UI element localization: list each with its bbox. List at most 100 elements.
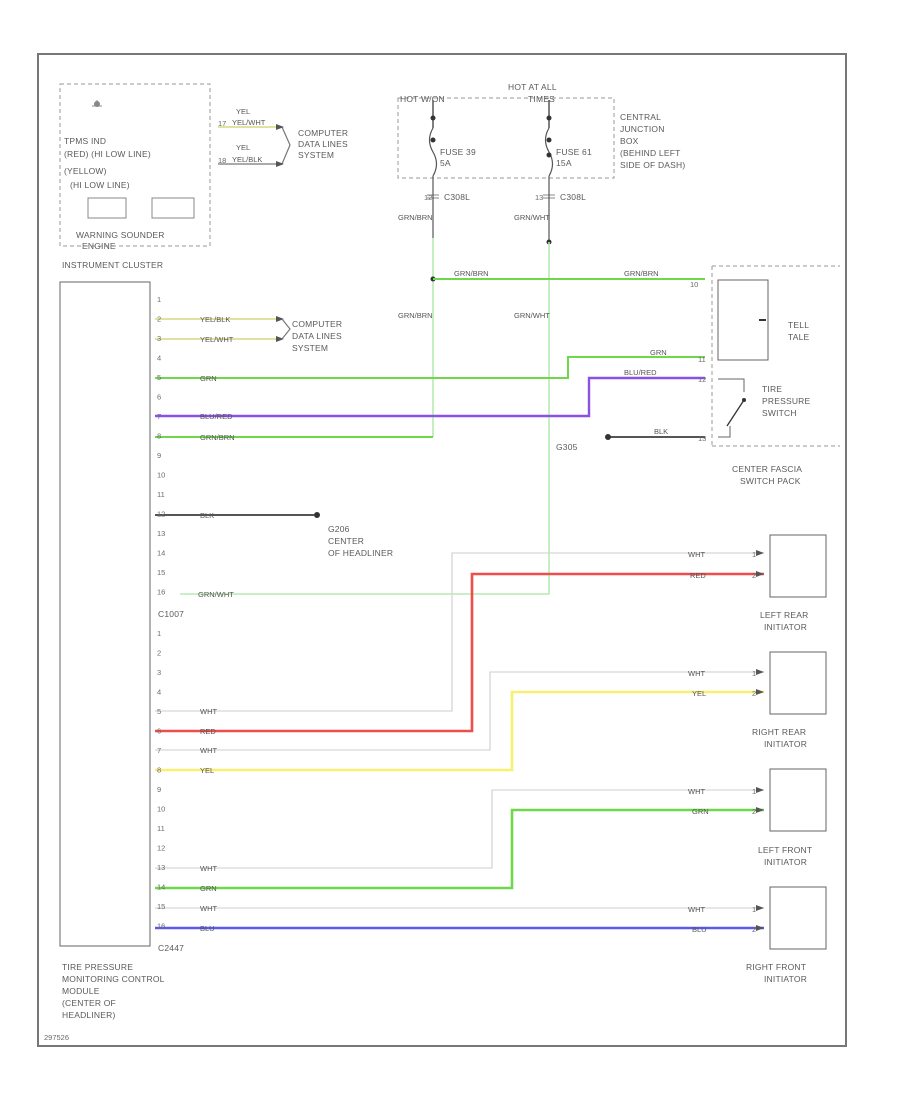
fuse-61-label: FUSE 61: [556, 147, 592, 157]
pin-label: 2: [752, 925, 756, 934]
wire-grn-left-front: [155, 808, 764, 890]
fuse-61-amps: 15A: [556, 158, 572, 168]
wire-label-wht-4: WHT: [200, 904, 217, 913]
pin-label: 2: [752, 571, 756, 580]
arrow-icon: [276, 124, 284, 130]
fuse-39-node-icon: [430, 137, 436, 143]
module-pin-number: 4: [157, 354, 161, 363]
cluster-label-2: (RED) (HI LOW LINE): [64, 149, 151, 159]
cjb-label-e: SIDE OF DASH): [620, 160, 685, 170]
pin-label: 1: [752, 787, 756, 796]
wire-label-yel-wht-1: YEL/WHT: [232, 118, 266, 127]
module-pin-number: 5: [157, 707, 161, 716]
fuse-39-node-icon: [430, 115, 436, 121]
wire-wht-right-rear: [155, 671, 764, 751]
wire-label-blu-red-sw: BLU/RED: [624, 368, 657, 377]
tell-tale-label-a: TELL: [788, 320, 809, 330]
tire-pressure-switch-c: SWITCH: [762, 408, 797, 418]
wire-label-grn-wht: GRN/WHT: [198, 590, 234, 599]
left-rear-initiator-a: LEFT REAR: [760, 610, 808, 620]
wire-label-lf-grn: GRN: [692, 807, 709, 816]
center-fascia-label-a: CENTER FASCIA: [732, 464, 802, 474]
terminal-arrow-icon: [756, 787, 764, 793]
wire-grn-tell-tale: [155, 356, 705, 379]
module-pin-number: 3: [157, 334, 161, 343]
wire-label-yel: YEL: [236, 107, 250, 116]
module-label-a: TIRE PRESSURE: [62, 962, 133, 972]
wire-wht-left-front: [155, 789, 764, 869]
left-front-initiator-b: INITIATOR: [764, 857, 807, 867]
wire-label-wht-3: WHT: [200, 864, 217, 873]
wire-label-grn-brn-pin8: GRN/BRN: [200, 433, 235, 442]
module-pin-number: 1: [157, 295, 161, 304]
pin-label: 17: [218, 119, 226, 128]
tpms-module-box: [59, 281, 151, 947]
left-rear-initiator-b: INITIATOR: [764, 622, 807, 632]
wire-yel-right-rear: [155, 690, 764, 772]
hot-in-run: HOT W/ON: [400, 94, 445, 104]
wire-label-rf-wht: WHT: [688, 905, 705, 914]
right-rear-initiator-b: INITIATOR: [764, 739, 807, 749]
wire-label-lf-wht: WHT: [688, 787, 705, 796]
arrow-icon: [276, 161, 284, 167]
module-label-b: MONITORING CONTROL: [62, 974, 165, 984]
wire-label-grn-brn-v2: GRN/BRN: [398, 311, 433, 320]
ground-g206-label: G206: [328, 524, 350, 534]
arrow-icon: [276, 316, 284, 322]
cluster-label-5: WARNING SOUNDER: [76, 230, 165, 240]
module-pin-number: 6: [157, 727, 161, 736]
arrow-icon: [276, 336, 284, 342]
engine-icon: [151, 197, 195, 219]
ground-g206-label-c: OF HEADLINER: [328, 548, 393, 558]
pin-label: 11: [698, 355, 706, 364]
tell-tale-box: [717, 279, 769, 361]
pin-label: 1: [752, 669, 756, 678]
wire-blu-red: [155, 376, 705, 418]
data-lines-brace: [281, 126, 291, 165]
ground-g206-label-b: CENTER: [328, 536, 364, 546]
wire-wht-left-rear: [155, 552, 764, 712]
module-label-d: (CENTER OF: [62, 998, 116, 1008]
connector-pin-b: 13: [535, 193, 543, 202]
terminal-arrow-icon: [756, 669, 764, 675]
terminal-arrow-icon: [756, 689, 764, 695]
switch-node-icon: [742, 398, 746, 402]
module-pin-number: 8: [157, 432, 161, 441]
tire-pressure-switch-icon: [726, 399, 745, 427]
wire-label-blk-sw: BLK: [654, 427, 668, 436]
fuse-39-label: FUSE 39: [440, 147, 476, 157]
wire-label-grn-brn-h2: GRN/BRN: [624, 269, 659, 278]
wire-label-lr-red: RED: [690, 571, 706, 580]
connector-label-b: C308L: [560, 192, 586, 202]
module-pin-number: 12: [157, 510, 165, 519]
pin-label: 1: [752, 905, 756, 914]
module-pin-number: 6: [157, 393, 161, 402]
fuse-61-node-icon: [546, 152, 552, 158]
wire-label-grn-brn-h: GRN/BRN: [454, 269, 489, 278]
cluster-label-3: (YELLOW): [64, 166, 107, 176]
wire-label-blk: BLK: [200, 511, 214, 520]
left-front-initiator-box: [769, 768, 827, 832]
pin-label: 13: [698, 434, 706, 443]
module-pin-number: 12: [157, 844, 165, 853]
module-pin-number: 10: [157, 471, 165, 480]
wire-grn-wht: [180, 242, 550, 595]
cluster-label-1: TPMS IND: [64, 136, 106, 146]
module-pin-number: 5: [157, 373, 161, 382]
wire-label-yel-2: YEL: [236, 143, 250, 152]
module-pin-number: 2: [157, 649, 161, 658]
computer-data-lines-1c: SYSTEM: [298, 150, 334, 160]
computer-data-lines-1a: COMPUTER: [298, 128, 348, 138]
tell-tale-label-b: TALE: [788, 332, 810, 342]
wire-label-yel-rr: YEL: [200, 766, 214, 775]
computer-data-lines-2a: COMPUTER: [292, 319, 342, 329]
warning-sounder-icon: [87, 197, 127, 219]
fuse-61-node-icon: [546, 115, 552, 121]
module-pin-number: 10: [157, 805, 165, 814]
module-pin-number: 16: [157, 588, 165, 597]
cjb-label-c: BOX: [620, 136, 639, 146]
switch-lead-2: [718, 426, 731, 438]
module-pin-number: 11: [157, 824, 165, 833]
